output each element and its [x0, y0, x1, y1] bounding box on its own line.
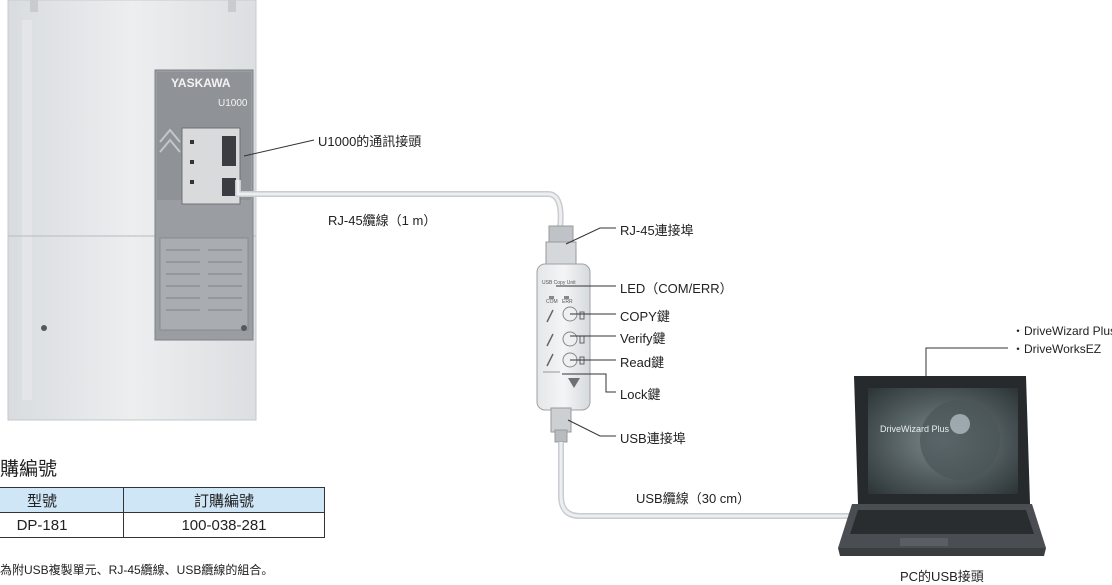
comm-connector-label: U1000的通訊接頭	[318, 131, 421, 150]
verify-key-label: Verify鍵	[620, 328, 666, 347]
rj45-plug	[546, 226, 576, 268]
usb-cable-label: USB纜線（30 cm）	[636, 488, 750, 507]
order-section-title: 購編號	[0, 454, 57, 481]
led-label: LED（COM/ERR）	[620, 278, 733, 297]
software-item-drivewizard: ・DriveWizard Plus	[1012, 322, 1112, 339]
inverter-brand-logo: YASKAWA	[171, 76, 231, 90]
table-row: DP-181 100-038-281	[0, 513, 325, 538]
usb-plug	[551, 408, 571, 442]
cell-order-number: 100-038-281	[124, 513, 325, 538]
table-header-row: 型號 訂購編號	[0, 488, 325, 513]
pc-usb-label: PC的USB接頭	[900, 566, 984, 585]
cell-model: DP-181	[0, 513, 124, 538]
copy-unit-title: USB Copy Unit	[542, 280, 576, 286]
laptop-pc	[838, 376, 1046, 556]
led-err-text: ERR	[562, 299, 573, 305]
software-item-driveworksez: ・DriveWorksEZ	[1012, 340, 1101, 357]
column-header-order-number: 訂購編號	[124, 488, 325, 513]
read-key-label: Read鍵	[620, 352, 664, 371]
rj45-cable-label: RJ-45纜線（1 m）	[328, 210, 436, 229]
inverter-model-label: U1000	[218, 98, 247, 109]
inverter-unit	[8, 0, 256, 420]
rj45-port-label: RJ-45連接埠	[620, 220, 694, 239]
lock-key-label: Lock鍵	[620, 384, 660, 403]
column-header-model: 型號	[0, 488, 124, 513]
led-com-text: COM	[546, 299, 558, 305]
usb-port-label: USB連接埠	[620, 428, 686, 447]
order-note: 為附USB複製單元、RJ-45纜線、USB纜線的組合。	[0, 561, 273, 578]
order-table: 型號 訂購編號 DP-181 100-038-281	[0, 487, 325, 538]
copy-key-label: COPY鍵	[620, 306, 670, 325]
laptop-screen-text: DriveWizard Plus	[880, 424, 949, 434]
